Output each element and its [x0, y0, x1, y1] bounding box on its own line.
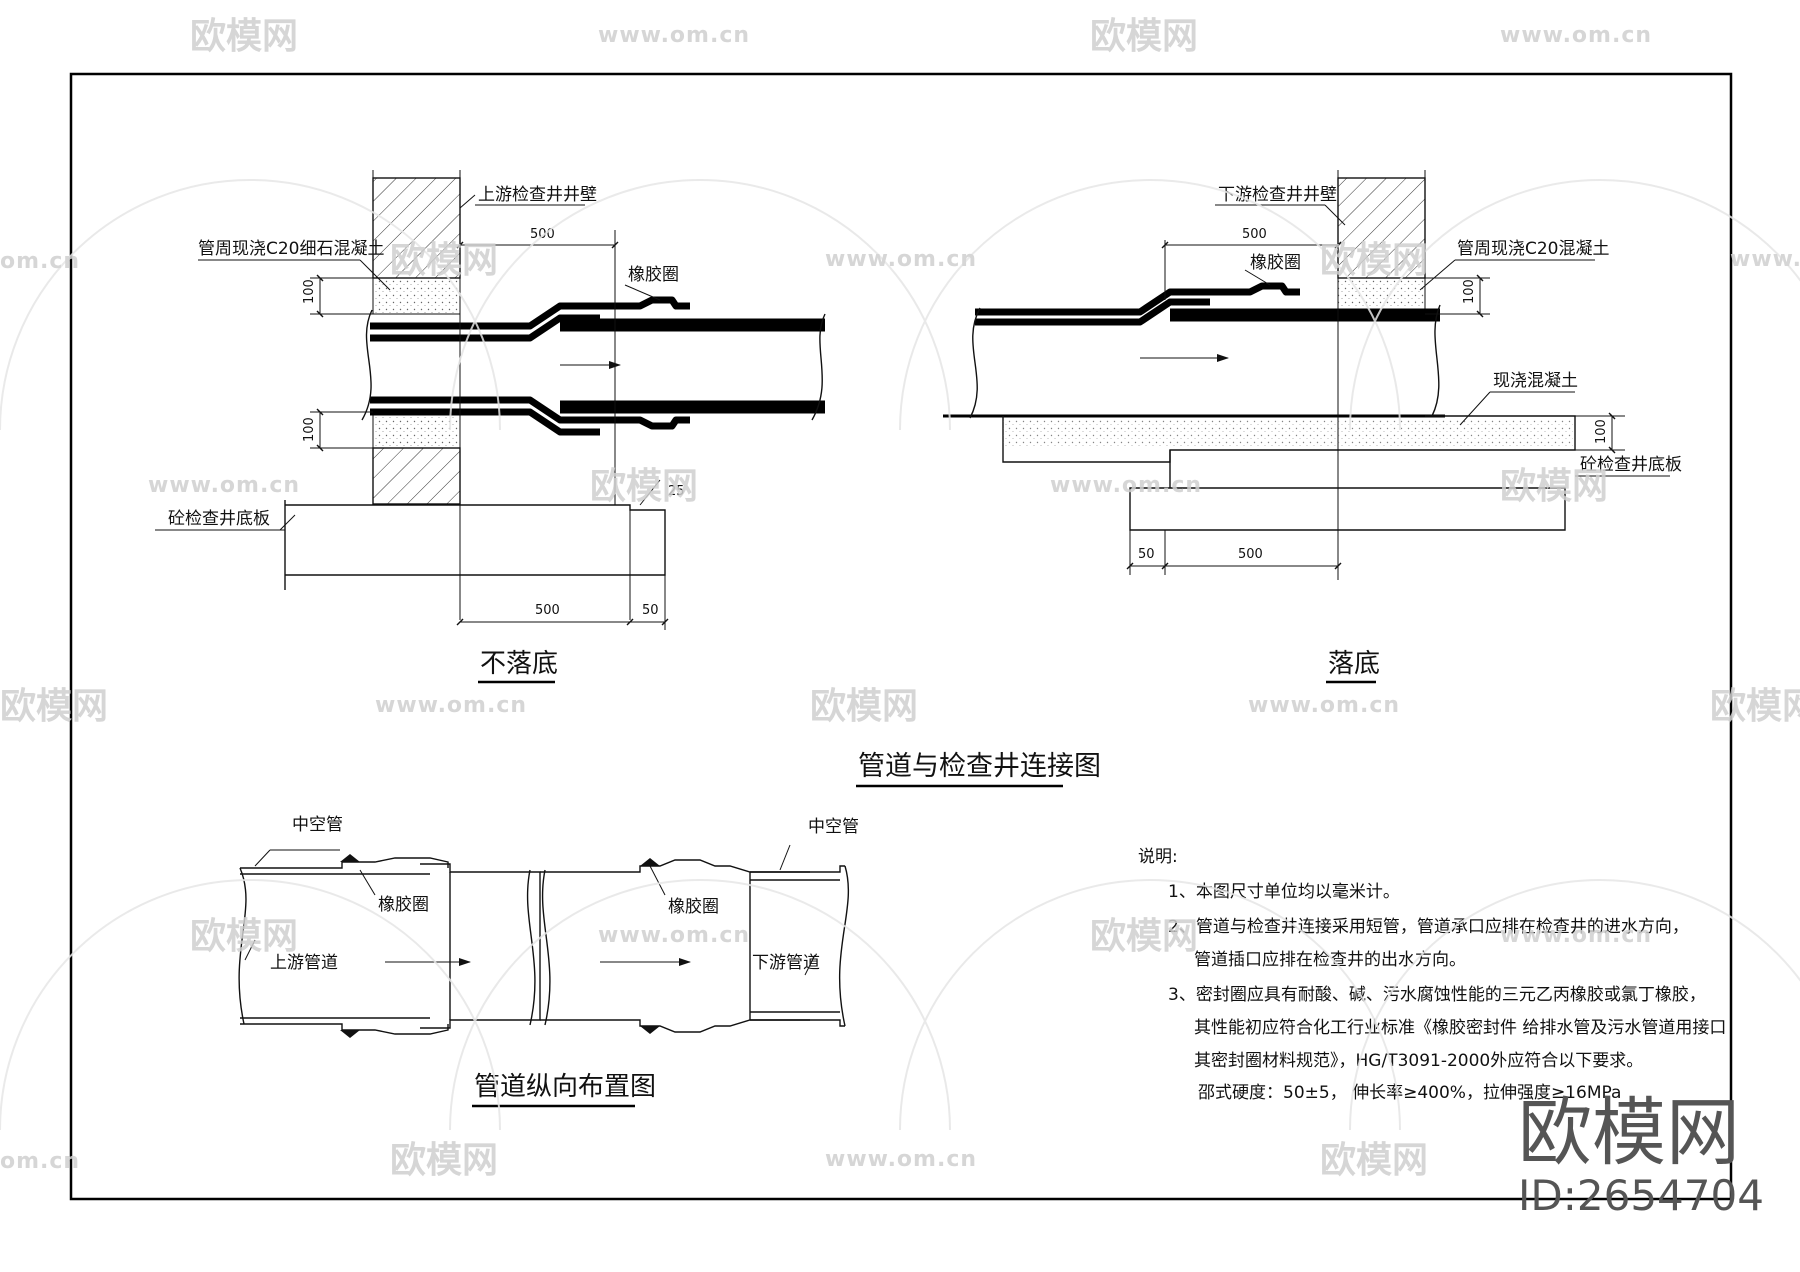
wm-site-short-1: om.cn	[0, 249, 80, 274]
hollow-left-label: 中空管	[292, 815, 343, 835]
wm-site-11: www.om.cn	[825, 1147, 977, 1172]
right-cast-label: 现浇混凝土	[1493, 371, 1578, 391]
stamp-brand: 欧模网	[1518, 1090, 1740, 1176]
right-detail: 500 100 100 50 500 下游检查井井壁 管周现浇C20混凝土 橡胶…	[943, 170, 1682, 684]
wm-brand-13: 欧模网	[1320, 1140, 1428, 1181]
stamp-id: ID:2654704	[1518, 1171, 1764, 1220]
notes: 说明: 1、本图尺寸单位均以毫米计。 2、管道与检查井连接采用短管，管道承口应排…	[1138, 847, 1726, 1103]
drawing-frame	[69, 72, 1733, 1201]
wm-brand-7: 欧模网	[0, 686, 108, 727]
hollow-right-label: 中空管	[808, 817, 859, 837]
right-dim-100-bottom: 100	[1594, 419, 1609, 444]
ring-right-label: 橡胶圈	[668, 897, 719, 917]
right-base-label: 砼检查井底板	[1580, 455, 1682, 475]
note-line-6: 其密封圈材料规范》，HG/T3091-2000外应符合以下要求。	[1194, 1051, 1643, 1071]
note-line-2: 2、管道与检查井连接采用短管，管道承口应排在检查井的进水方向，	[1168, 917, 1689, 937]
left-caption: 不落底	[480, 649, 558, 679]
left-ring-label: 橡胶圈	[628, 265, 679, 285]
note-line-3: 管道插口应排在检查井的出水方向。	[1194, 950, 1466, 970]
wm-site-3: www.om.cn	[825, 247, 977, 272]
left-concrete-label: 管周现浇C20细石混凝土	[198, 239, 385, 259]
wm-brand-3: 欧模网	[390, 240, 498, 281]
right-caption: 落底	[1328, 649, 1380, 679]
longitudinal-layout: 中空管 橡胶圈 橡胶圈 中空管 上游管道 下游管道 管道纵向布置图	[238, 815, 859, 1108]
left-concrete-bottom	[372, 411, 461, 449]
wm-site-5: www.om.cn	[148, 473, 300, 498]
wm-site-short-2: om.cn	[0, 1149, 80, 1174]
wm-brand-12: 欧模网	[390, 1140, 498, 1181]
wm-brand-11: 欧模网	[1090, 916, 1198, 957]
left-detail: 500 100 100 500 50 25 上游检查井井壁 管周现浇C20细石混…	[155, 170, 826, 684]
left-base-slab	[285, 504, 666, 576]
right-dim-50: 50	[1138, 547, 1155, 562]
note-line-7: 邵式硬度：50±5， 伸长率≥400%，拉伸强度≥16MPa	[1198, 1083, 1621, 1103]
left-coupling	[420, 863, 541, 1029]
wm-site-10: www.om.cn	[1500, 923, 1652, 948]
notes-heading: 说明:	[1138, 847, 1178, 867]
note-line-5: 其性能初应符合化工行业标准《橡胶密封件 给排水管及污水管道用接口	[1194, 1018, 1726, 1038]
right-pipe-top-wall	[975, 282, 1300, 316]
wm-site-4: www.om.cn	[1730, 247, 1800, 272]
right-dim-500-bottom: 500	[1238, 547, 1263, 562]
note-line-1: 1、本图尺寸单位均以毫米计。	[1168, 882, 1400, 902]
watermarks: 欧模网 www.om.cn 欧模网 www.om.cn om.cn 欧模网 ww…	[0, 16, 1800, 1181]
note-line-4: 3、密封圈应具有耐酸、碱、污水腐蚀性能的三元乙丙橡胶或氯丁橡胶，	[1168, 985, 1706, 1005]
wm-site-9: www.om.cn	[598, 923, 750, 948]
wm-brand-4: 欧模网	[1320, 240, 1428, 281]
left-pipe-top-wall	[370, 296, 690, 330]
wm-brand-5: 欧模网	[590, 466, 698, 507]
main-title: 管道与检查井连接图	[858, 751, 1101, 782]
left-concrete-top	[372, 277, 461, 315]
wm-brand-1: 欧模网	[190, 16, 298, 57]
wm-site-7: www.om.cn	[375, 693, 527, 718]
wm-site-8: www.om.cn	[1248, 693, 1400, 718]
left-dim-100-top: 100	[302, 279, 317, 304]
downstream-label: 下游管道	[752, 953, 820, 973]
wm-brand-6: 欧模网	[1500, 466, 1608, 507]
wm-brand-8: 欧模网	[810, 686, 918, 727]
left-dim-500-bottom: 500	[535, 603, 560, 618]
wm-site-1: www.om.cn	[598, 23, 750, 48]
upstream-label: 上游管道	[270, 953, 338, 973]
right-ring-label: 橡胶圈	[1250, 253, 1301, 273]
left-dim-slope: 25	[668, 484, 685, 499]
right-wall	[1337, 177, 1426, 279]
left-base-label: 砼检查井底板	[168, 509, 270, 529]
left-pipe-bottom-wall	[370, 396, 690, 430]
left-wall-lower	[372, 447, 461, 505]
wm-brand-9: 欧模网	[1710, 686, 1800, 727]
longitudinal-caption: 管道纵向布置图	[474, 1072, 656, 1102]
right-concrete-label: 管周现浇C20混凝土	[1457, 239, 1610, 259]
right-dim-100-top: 100	[1462, 279, 1477, 304]
left-dim-100-bottom: 100	[302, 417, 317, 442]
wm-brand-10: 欧模网	[190, 916, 298, 957]
ring-left-label: 橡胶圈	[378, 895, 429, 915]
right-base-slab	[1129, 450, 1566, 531]
right-dim-500-top: 500	[1242, 227, 1267, 242]
left-wall-label: 上游检查井井壁	[478, 185, 597, 205]
left-dim-50: 50	[642, 603, 659, 618]
wm-site-2: www.om.cn	[1500, 23, 1652, 48]
wm-brand-2: 欧模网	[1090, 16, 1198, 57]
wm-site-6: www.om.cn	[1050, 473, 1202, 498]
